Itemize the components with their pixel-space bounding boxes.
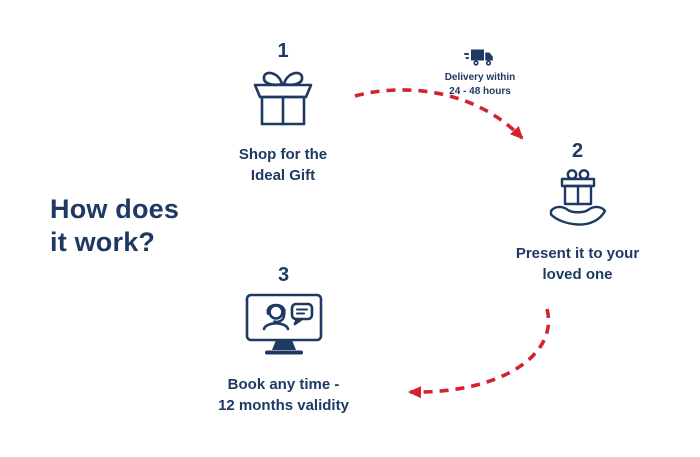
step-3-book: 3 Book any time - 1 — [206, 264, 361, 416]
step-2-label-line-2: loved one — [542, 266, 613, 283]
step-1-label-line-1: Shop for the — [238, 146, 328, 163]
delivery-badge-text: Delivery within 24 - 48 hours — [430, 71, 530, 99]
delivery-truck-icon — [464, 49, 493, 66]
delivery-badge: Delivery within 24 - 48 hours — [430, 47, 530, 99]
gift-box-icon — [253, 71, 313, 126]
step-3-label-line-1: Book any time - — [227, 376, 340, 393]
delivery-badge-line-2: 24 - 48 hours — [449, 86, 511, 97]
step-3-label-line-2: 12 months validity — [218, 397, 349, 414]
step-2-label: Present it to your loved one — [500, 243, 655, 285]
page-title-line-1: How does — [50, 194, 180, 224]
step-1-label: Shop for the Ideal Gift — [212, 144, 354, 186]
step-3-label: Book any time - 12 months validity — [206, 374, 361, 416]
arrow-step2-to-step3 — [408, 308, 551, 399]
step-2-number: 2 — [571, 140, 584, 162]
step-1-label-line-2: Ideal Gift — [250, 167, 316, 184]
hand-gift-icon — [549, 169, 606, 226]
support-monitor-icon — [245, 293, 322, 355]
delivery-badge-line-1: Delivery within — [444, 72, 516, 83]
step-2-present: 2 Present it to your loved one — [500, 140, 655, 285]
page-title: How does it work? — [50, 193, 179, 259]
page-title-line-2: it work? — [50, 226, 156, 257]
step-1-number: 1 — [277, 40, 289, 62]
step-3-number: 3 — [277, 264, 290, 286]
step-1-shop: 1 Shop for the Ideal Gift — [212, 40, 354, 186]
step-2-label-line-1: Present it to your — [515, 245, 640, 262]
